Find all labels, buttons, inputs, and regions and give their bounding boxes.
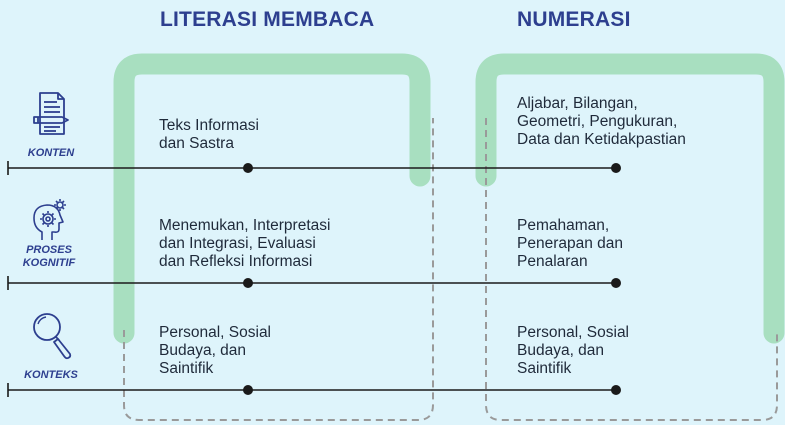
magnifier-icon (33, 313, 72, 360)
dot-proses-literasi (243, 278, 253, 288)
cell-konteks-literasi: Personal, Sosial Budaya, dan Saintifik (159, 324, 272, 377)
head-gear-icon (33, 199, 66, 240)
column-title-numerasi: NUMERASI (517, 8, 631, 31)
document-pen-icon (33, 92, 69, 135)
cell-proses-literasi: Menemukan, Interpretasi dan Integrasi, E… (159, 217, 331, 270)
row-label-konteks: KONTEKS (24, 369, 78, 381)
dot-proses-numerasi (611, 278, 621, 288)
column-title-literasi: LITERASI MEMBACA (160, 8, 375, 31)
row-line-konten (7, 161, 621, 175)
row-label-konten: KONTEN (27, 147, 75, 159)
row-line-proses (7, 276, 621, 290)
numerasi-dashed-frame (485, 118, 778, 421)
cell-konten-numerasi: Aljabar, Bilangan, Geometri, Pengukuran,… (517, 95, 686, 148)
literasi-green-frame (113, 53, 431, 344)
cell-konteks-numerasi: Personal, Sosial Budaya, dan Saintifik (517, 324, 630, 377)
cell-proses-numerasi: Pemahaman, Penerapan dan Penalaran (517, 217, 624, 270)
cell-konten-literasi: Teks Informasi dan Sastra (159, 117, 259, 152)
dot-konteks-numerasi (611, 385, 621, 395)
numerasi-green-frame (475, 53, 785, 344)
dot-konteks-literasi (243, 385, 253, 395)
dot-konten-numerasi (611, 163, 621, 173)
literasi-dashed-frame (123, 118, 434, 421)
dot-konten-literasi (243, 163, 253, 173)
row-line-konteks (7, 383, 621, 397)
row-label-proses-kognitif: PROSES KOGNITIF (22, 244, 76, 269)
